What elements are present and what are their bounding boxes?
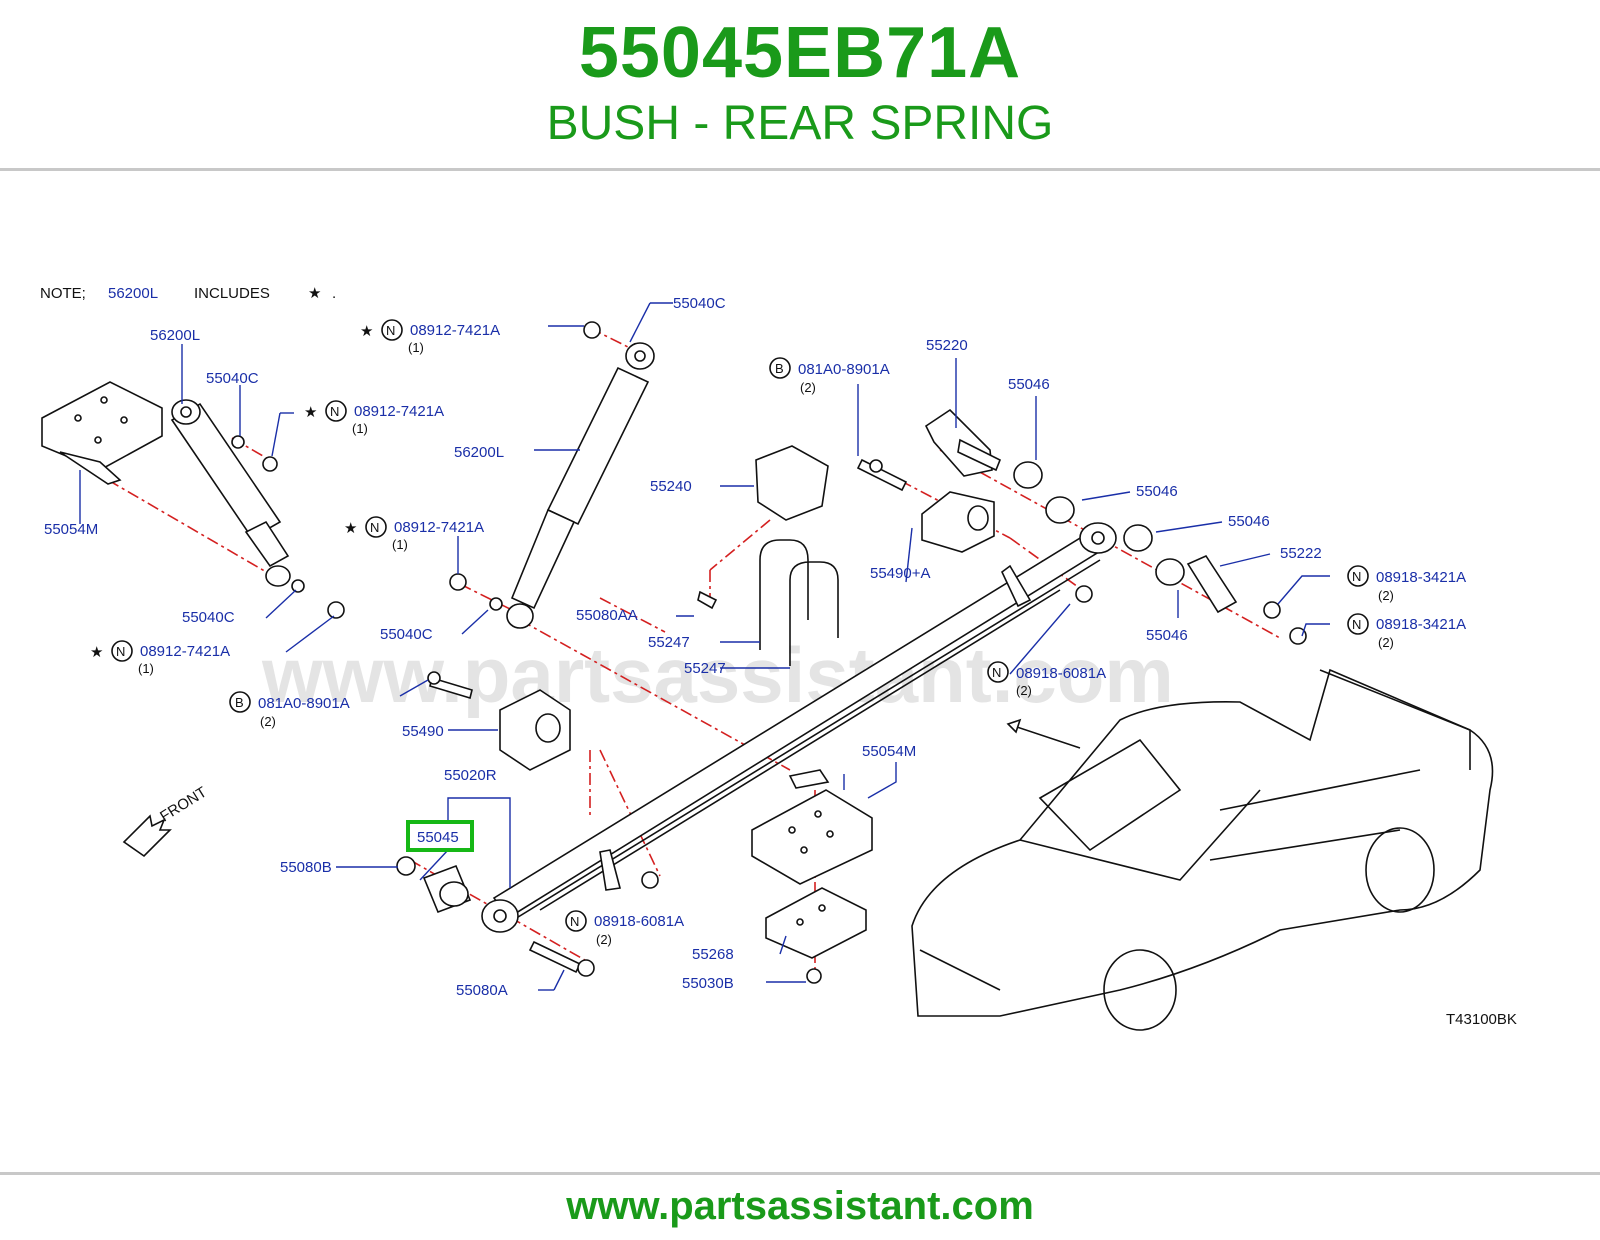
callout-55040c-b[interactable]: 55040C [182, 609, 235, 626]
left-shock-absorber [170, 399, 345, 619]
bump-stopper-55490 [427, 671, 571, 771]
callout-081a0-8901a-left[interactable]: 081A0-8901A [258, 695, 350, 712]
parts-diagram: www.partsassistant.com NOTE; 56200L INCL… [0, 270, 1600, 1050]
callout-55268[interactable]: 55268 [692, 946, 734, 963]
left-spring-seat-plate [41, 381, 163, 485]
front-direction-arrow [122, 814, 172, 858]
qty-081a0-8901a-left: (2) [260, 714, 276, 729]
nut-symbol: N [1352, 617, 1361, 632]
callout-08912-7421a-top[interactable]: 08912-7421A [410, 322, 500, 339]
callout-08912-7421a-a[interactable]: 08912-7421A [354, 403, 444, 420]
qty-08918-3421a-a: (2) [1378, 588, 1394, 603]
nut-symbol: N [370, 520, 379, 535]
nut-symbol: N [116, 644, 125, 659]
callout-55046-c[interactable]: 55046 [1228, 513, 1270, 530]
rear-shackle-55222 [1186, 554, 1307, 645]
front-bushing-55045 [396, 856, 659, 977]
footer-website-link[interactable]: www.partsassistant.com [566, 1184, 1034, 1228]
note-prefix: NOTE; [40, 285, 86, 302]
callout-55490[interactable]: 55490 [402, 723, 444, 740]
callout-55080aa[interactable]: 55080AA [576, 607, 638, 624]
star-symbol: ★ [360, 323, 373, 340]
header-divider [0, 168, 1600, 171]
qty-08912-7421a-a: (1) [352, 421, 368, 436]
nut-symbol: N [386, 323, 395, 338]
rubber-bumper-55490-a [856, 458, 1093, 603]
callout-55046-b[interactable]: 55046 [1136, 483, 1178, 500]
u-bolts-55247 [697, 445, 839, 666]
callout-081a0-8901a-right[interactable]: 081A0-8901A [798, 361, 890, 378]
spring-pad-55268 [765, 887, 867, 984]
callout-08918-6081a-rear[interactable]: 08918-6081A [1016, 665, 1106, 682]
qty-08912-7421a-b: (1) [392, 537, 408, 552]
callout-55046-a[interactable]: 55046 [1008, 376, 1050, 393]
callout-55045-highlighted[interactable]: 55045 [417, 829, 459, 846]
callout-08912-7421a-b[interactable]: 08912-7421A [394, 519, 484, 536]
callout-55040c-left[interactable]: 55040C [206, 370, 259, 387]
parts-diagram-svg: www.partsassistant.com NOTE; 56200L INCL… [40, 285, 1517, 1031]
qty-08912-7421a-top: (1) [408, 340, 424, 355]
callout-55040c-top[interactable]: 55040C [673, 295, 726, 312]
pickup-truck-illustration [911, 668, 1494, 1031]
lower-spring-plate-55054m [751, 769, 873, 885]
part-name-subtitle: BUSH - REAR SPRING [546, 97, 1054, 150]
nut-symbol: N [992, 665, 1001, 680]
bolt-symbol: B [775, 361, 784, 376]
diagram-code: T43100BK [1446, 1011, 1517, 1028]
callout-08912-7421a-c[interactable]: 08912-7421A [140, 643, 230, 660]
page-header: 55045EB71A BUSH - REAR SPRING [0, 0, 1600, 170]
center-shock-absorber [449, 321, 655, 629]
qty-081a0-8901a-right: (2) [800, 380, 816, 395]
note-part-link[interactable]: 56200L [108, 285, 158, 302]
qty-08912-7421a-c: (1) [138, 661, 154, 676]
callout-55030b[interactable]: 55030B [682, 975, 734, 992]
watermark-text: www.partsassistant.com [261, 631, 1174, 719]
callout-55220[interactable]: 55220 [926, 337, 968, 354]
qty-08918-6081a-rear: (2) [1016, 683, 1032, 698]
star-symbol: ★ [304, 404, 317, 421]
nut-symbol: N [1352, 569, 1361, 584]
part-number-title: 55045EB71A [578, 13, 1022, 93]
nut-symbol: N [570, 914, 579, 929]
callout-55040c-c[interactable]: 55040C [380, 626, 433, 643]
star-symbol: ★ [344, 520, 357, 537]
callout-55080b[interactable]: 55080B [280, 859, 332, 876]
callout-08918-3421a-b[interactable]: 08918-3421A [1376, 616, 1466, 633]
callout-56200l-left[interactable]: 56200L [150, 327, 200, 344]
qty-08918-6081a-front: (2) [596, 932, 612, 947]
callout-55247-b[interactable]: 55247 [684, 660, 726, 677]
leaf-spring [481, 522, 1117, 933]
callout-55046-d[interactable]: 55046 [1146, 627, 1188, 644]
callout-55054m-left[interactable]: 55054M [44, 521, 98, 538]
nut-symbol: N [330, 404, 339, 419]
star-symbol: ★ [90, 644, 103, 661]
rear-bushings-55046 [1013, 461, 1185, 586]
callout-55490-plus-a[interactable]: 55490+A [870, 565, 930, 582]
front-direction-label: FRONT [157, 784, 210, 826]
bolt-symbol: B [235, 695, 244, 710]
callout-55080a[interactable]: 55080A [456, 982, 508, 999]
callout-55054m-right[interactable]: 55054M [862, 743, 916, 760]
note-end: . [332, 285, 336, 302]
callout-leader-lines [79, 302, 1330, 991]
note-star: ★ [308, 285, 321, 302]
footer-divider [0, 1172, 1600, 1175]
callout-55247-a[interactable]: 55247 [648, 634, 690, 651]
qty-08918-3421a-b: (2) [1378, 635, 1394, 650]
callout-55240[interactable]: 55240 [650, 478, 692, 495]
note-includes: INCLUDES [194, 285, 270, 302]
callout-55020r[interactable]: 55020R [444, 767, 497, 784]
callout-08918-3421a-a[interactable]: 08918-3421A [1376, 569, 1466, 586]
callout-08918-6081a-front[interactable]: 08918-6081A [594, 913, 684, 930]
callout-56200l-center[interactable]: 56200L [454, 444, 504, 461]
rear-hanger-bracket-55220 [924, 408, 1002, 477]
callout-55222[interactable]: 55222 [1280, 545, 1322, 562]
highlight-box-55045 [406, 820, 474, 852]
